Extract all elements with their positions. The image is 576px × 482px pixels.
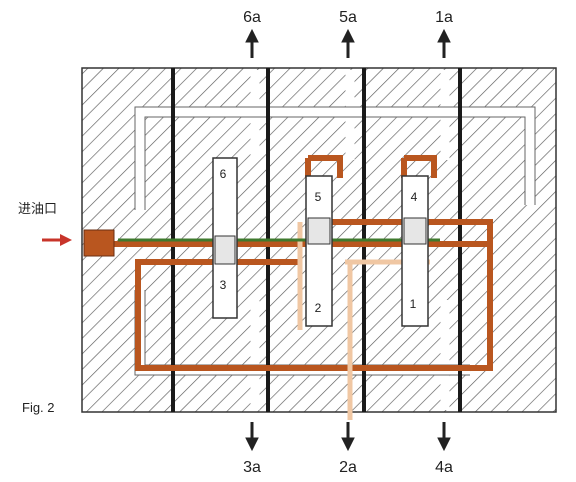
port-label-5a: 5a (339, 9, 357, 26)
arrow-down-icon (245, 422, 259, 452)
piston-label-5: 5 (315, 190, 322, 204)
inlet-fitting (83, 229, 115, 257)
port-label-6a: 6a (243, 9, 261, 26)
outlet-arrows-bottom (245, 422, 451, 452)
arrow-down-icon (341, 422, 355, 452)
port-label-4a: 4a (435, 459, 453, 476)
piston-label-2: 2 (315, 301, 322, 315)
piston-label-1: 1 (410, 297, 417, 311)
outlet-arrows-top (245, 28, 451, 58)
port-label-3a: 3a (243, 459, 261, 476)
piston-label-4: 4 (411, 190, 418, 204)
arrow-down-icon (437, 422, 451, 452)
arrow-up-icon (245, 28, 259, 58)
cylinder-group-left (212, 157, 238, 319)
piston-label-6: 6 (220, 167, 227, 181)
inlet-label: 进油口 (18, 201, 57, 216)
cylinder-group-right (401, 175, 429, 327)
inlet-arrow-icon (42, 234, 72, 246)
piston-label-3: 3 (220, 278, 227, 292)
figure-label: Fig. 2 (22, 400, 55, 415)
port-label-2a: 2a (339, 459, 357, 476)
cylinder-group-middle (305, 175, 333, 327)
arrow-up-icon (437, 28, 451, 58)
arrow-up-icon (341, 28, 355, 58)
port-label-1a: 1a (435, 9, 453, 26)
